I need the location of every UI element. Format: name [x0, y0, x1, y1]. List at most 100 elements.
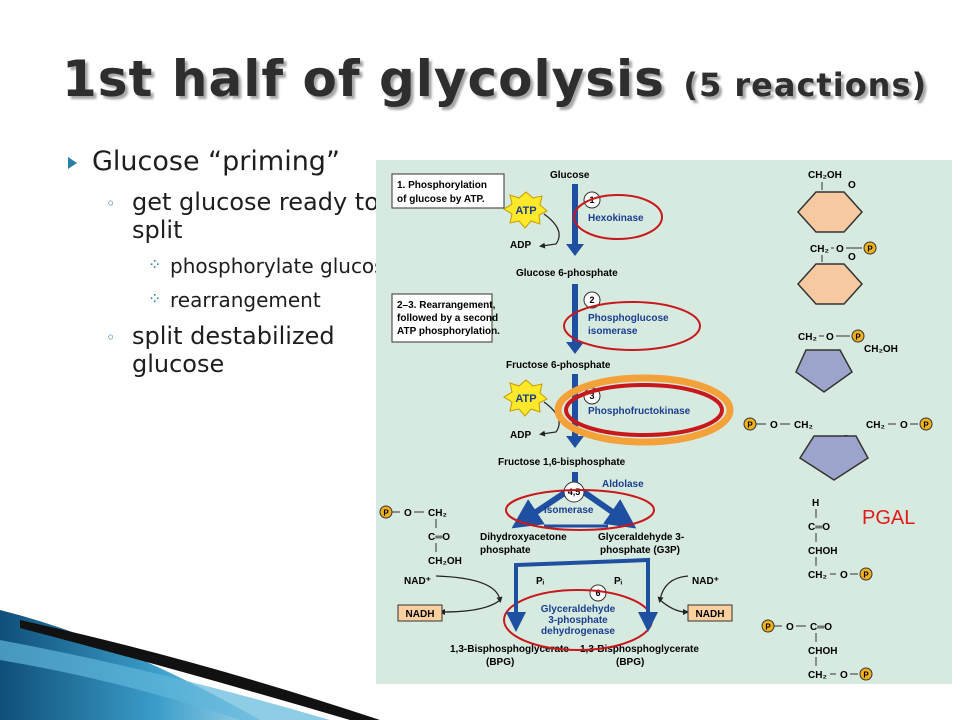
- svg-text:NADH: NADH: [406, 609, 435, 620]
- atp-burst-2: ATP: [503, 379, 548, 417]
- circle-bullet-icon: ◦: [106, 328, 116, 347]
- svg-text:Glyceraldehyde: Glyceraldehyde: [541, 604, 616, 615]
- highlight-pfk-outer: [554, 374, 734, 446]
- adp-label-2: ADP: [510, 430, 531, 441]
- title-subtitle: (5 reactions): [683, 66, 928, 104]
- svg-text:2: 2: [589, 295, 594, 305]
- nadh-right: NADH: [687, 604, 733, 622]
- svg-text:O: O: [770, 420, 778, 431]
- svg-text:CHOH: CHOH: [808, 646, 837, 657]
- svg-text:H: H: [812, 498, 819, 509]
- metabolite-dhap: Dihydroxyacetone phosphate: [480, 532, 567, 556]
- enzyme-hexokinase: Hexokinase: [588, 213, 644, 224]
- f6p-structure: CH₂ O P O CH₂OH: [795, 329, 898, 393]
- diamond-bullet-icon: ⁘: [148, 289, 162, 308]
- diamond-bullet-icon: ⁘: [148, 255, 162, 274]
- pgal-label: PGAL: [862, 507, 915, 529]
- svg-text:CH₂OH: CH₂OH: [864, 344, 898, 355]
- triangle-bullet-icon: [68, 157, 77, 169]
- enzyme-g3pdh: Glyceraldehyde 3-phosphate dehydrogenase: [541, 604, 616, 637]
- svg-text:C═O: C═O: [428, 532, 450, 543]
- title-main: 1st half of glycolysis: [62, 50, 665, 108]
- svg-text:P: P: [383, 509, 389, 518]
- enzyme-isomerase: Isomerase: [544, 505, 594, 516]
- svg-text:followed by a second: followed by a second: [397, 313, 498, 324]
- svg-text:CH₂: CH₂: [808, 670, 827, 681]
- svg-text:phosphate: phosphate: [480, 545, 531, 556]
- svg-text:CHOH: CHOH: [808, 546, 837, 557]
- metabolite-g6p: Glucose 6-phosphate: [516, 268, 618, 279]
- svg-text:4,5: 4,5: [568, 487, 581, 497]
- slide-title: 1st half of glycolysis (5 reactions): [62, 50, 927, 108]
- svg-text:O: O: [840, 670, 848, 681]
- step-circles: 1 2 3 4,5 6: [563, 191, 607, 602]
- svg-text:CH₂: CH₂: [866, 420, 885, 431]
- g6p-structure: CH₂ O P O: [796, 241, 877, 305]
- svg-text:O: O: [826, 332, 834, 343]
- svg-text:ATP phosphorylation.: ATP phosphorylation.: [397, 326, 500, 337]
- f16bp-structure: P O CH₂ O CH₂ O P: [743, 417, 933, 481]
- svg-text:ATP: ATP: [515, 205, 536, 217]
- svg-text:CH₂: CH₂: [794, 420, 813, 431]
- svg-text:P: P: [855, 333, 861, 342]
- svg-text:CH₂: CH₂: [798, 332, 817, 343]
- bpg-structure: P O C═O CHOH CH₂ O P: [761, 619, 873, 681]
- metabolite-g3p: Glyceraldehyde 3- phosphate (G3P): [598, 532, 684, 556]
- svg-text:2–3. Rearrangement,: 2–3. Rearrangement,: [397, 300, 496, 311]
- glycolysis-svg: 1. Phosphorylation of glucose by ATP. 2–…: [376, 160, 952, 684]
- metabolite-bpg-right: 1,3-Bisphosphoglycerate (BPG): [580, 644, 699, 668]
- bullet-phosphorylate: ⁘phosphorylate glucose: [148, 254, 397, 278]
- diagram-panel: [376, 160, 952, 684]
- svg-text:O: O: [840, 570, 848, 581]
- svg-text:CH₂OH: CH₂OH: [808, 170, 842, 181]
- highlight-pgi: [563, 301, 701, 351]
- step1-box: 1. Phosphorylation of glucose by ATP.: [391, 173, 505, 209]
- metabolite-f6p: Fructose 6-phosphate: [506, 360, 611, 371]
- svg-text:P: P: [765, 623, 771, 632]
- svg-text:CH₂: CH₂: [428, 508, 447, 519]
- glycolysis-diagram: 1. Phosphorylation of glucose by ATP. 2–…: [376, 160, 952, 684]
- svg-text:ATP: ATP: [515, 393, 536, 405]
- svg-text:O: O: [900, 420, 908, 431]
- bullet-list: Glucose “priming” ◦get glucose ready to …: [68, 146, 398, 378]
- svg-text:of glucose by ATP.: of glucose by ATP.: [397, 194, 485, 205]
- svg-text:3-phosphate: 3-phosphate: [548, 615, 608, 626]
- svg-text:isomerase: isomerase: [588, 326, 638, 337]
- pgal-structure: H C═O CHOH CH₂ O P: [808, 498, 873, 581]
- step23-box: 2–3. Rearrangement, followed by a second…: [391, 293, 500, 343]
- enzyme-pfk: Phosphofructokinase: [588, 406, 691, 417]
- svg-text:1. Phosphorylation: 1. Phosphorylation: [397, 180, 487, 191]
- svg-text:CH₂: CH₂: [808, 570, 827, 581]
- glucose-structure: CH₂OH O: [796, 170, 864, 233]
- svg-text:phosphate (G3P): phosphate (G3P): [600, 545, 680, 556]
- metabolite-bpg-left: 1,3-Bisphosphoglycerate (BPG): [450, 644, 569, 668]
- nad-right: NAD⁺: [692, 576, 719, 587]
- metabolite-glucose: Glucose: [550, 170, 590, 181]
- highlight-pfk-inner: [564, 383, 724, 437]
- svg-text:O: O: [786, 622, 794, 633]
- svg-text:Pᵢ: Pᵢ: [536, 576, 545, 587]
- enzyme-aldolase: Aldolase: [602, 479, 644, 490]
- step6-arrows: Pᵢ Pᵢ: [435, 557, 689, 632]
- metabolite-f16bp: Fructose 1,6-bisphosphate: [498, 457, 626, 468]
- bullet-glucose-priming: Glucose “priming”: [68, 146, 398, 178]
- svg-text:P: P: [867, 245, 873, 254]
- svg-text:P: P: [863, 571, 869, 580]
- nadh-left: NADH: [397, 604, 443, 622]
- svg-text:(BPG): (BPG): [486, 657, 514, 668]
- svg-text:NADH: NADH: [696, 609, 725, 620]
- svg-text:C═O: C═O: [808, 522, 830, 533]
- atp-burst-1: ATP: [503, 191, 548, 229]
- svg-text:3: 3: [589, 391, 594, 401]
- dhap-structure: P O CH₂ C═O CH₂OH: [379, 505, 462, 567]
- enzyme-pgi: Phosphoglucose isomerase: [588, 313, 669, 337]
- svg-text:Glyceraldehyde 3-: Glyceraldehyde 3-: [598, 532, 684, 543]
- svg-text:C═O: C═O: [810, 622, 832, 633]
- decorative-swoosh: [0, 610, 380, 720]
- bullet-get-ready: ◦get glucose ready to split: [106, 188, 379, 244]
- svg-text:P: P: [863, 671, 869, 680]
- svg-text:Pᵢ: Pᵢ: [614, 576, 623, 587]
- svg-text:O: O: [848, 180, 856, 191]
- svg-text:dehydrogenase: dehydrogenase: [541, 626, 615, 637]
- svg-text:CH₂: CH₂: [810, 244, 829, 255]
